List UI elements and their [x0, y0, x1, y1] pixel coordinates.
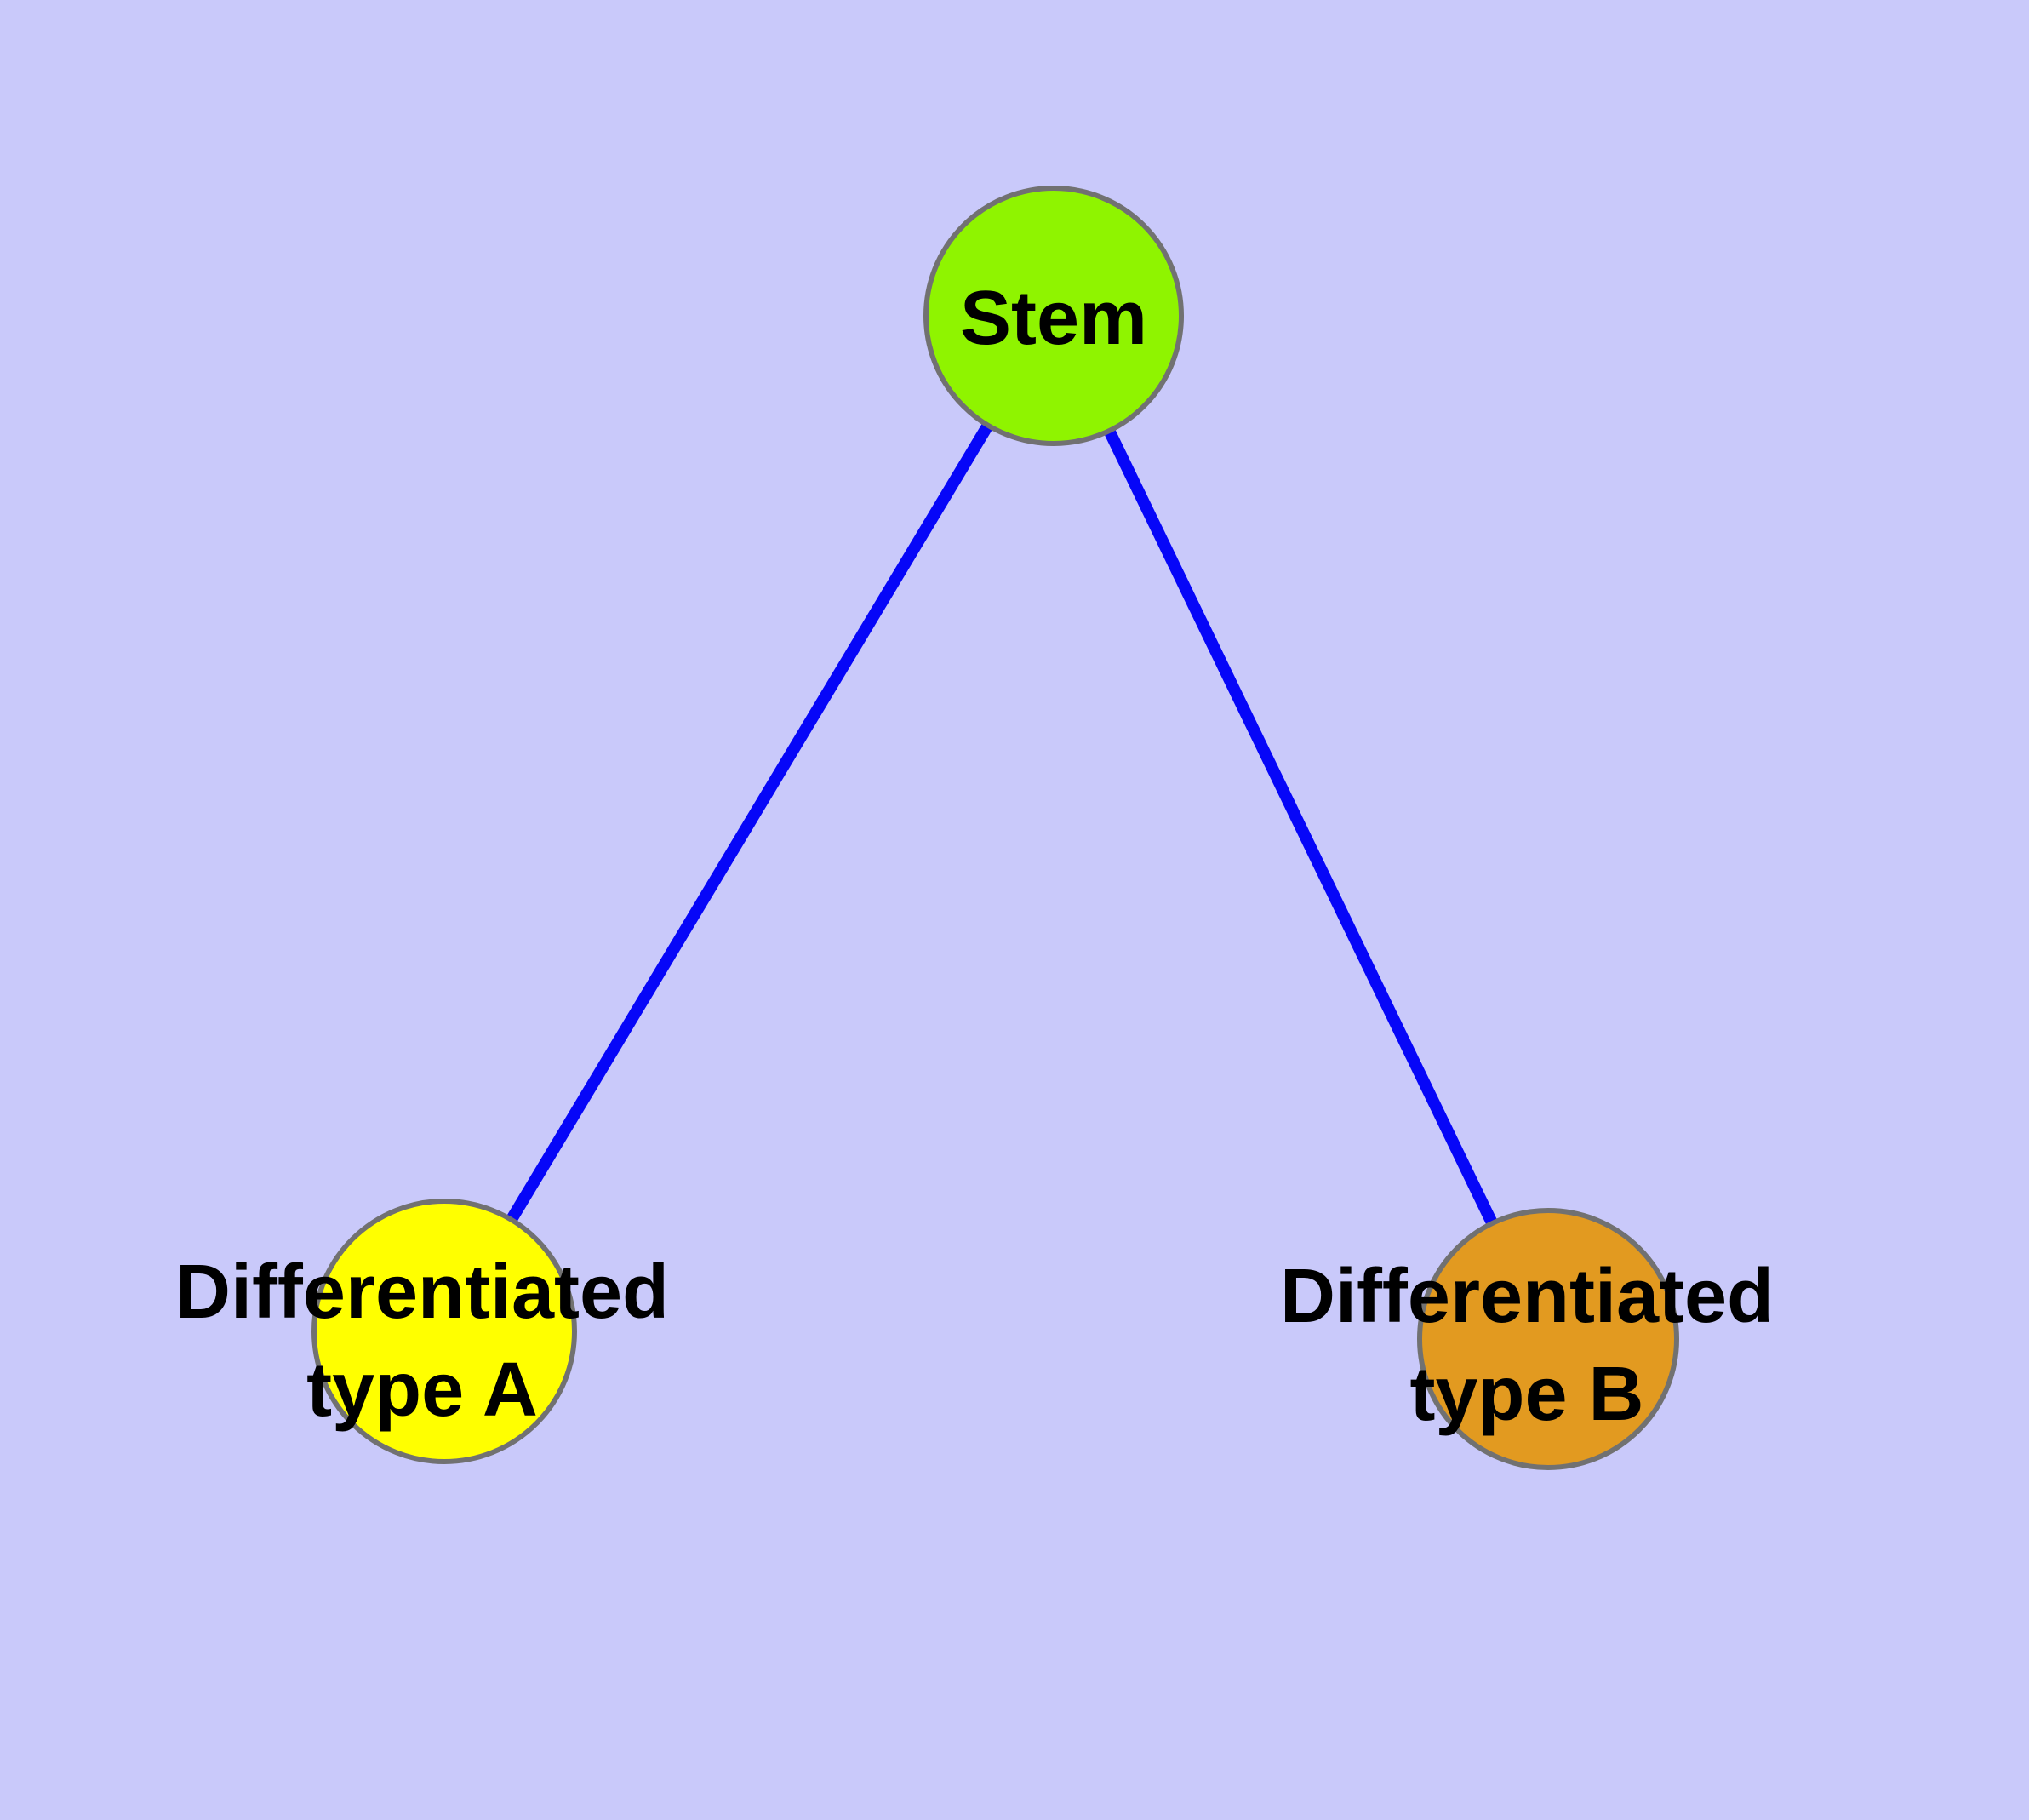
edge-stem-to-type-b: [1048, 312, 1554, 1342]
node-stem: [923, 186, 1184, 446]
node-type-b-label-line1: Differentiated: [1280, 1254, 1774, 1339]
node-stem-label: Stem: [960, 276, 1147, 361]
node-differentiated-type-b: [1417, 1208, 1679, 1470]
node-type-a-label-line2: type A: [306, 1348, 538, 1433]
edge-stem-to-type-a: [438, 312, 1060, 1335]
node-type-b-label-line2: type B: [1409, 1352, 1643, 1437]
node-differentiated-type-a: [311, 1199, 577, 1464]
node-type-a-label-line1: Differentiated: [175, 1250, 669, 1335]
